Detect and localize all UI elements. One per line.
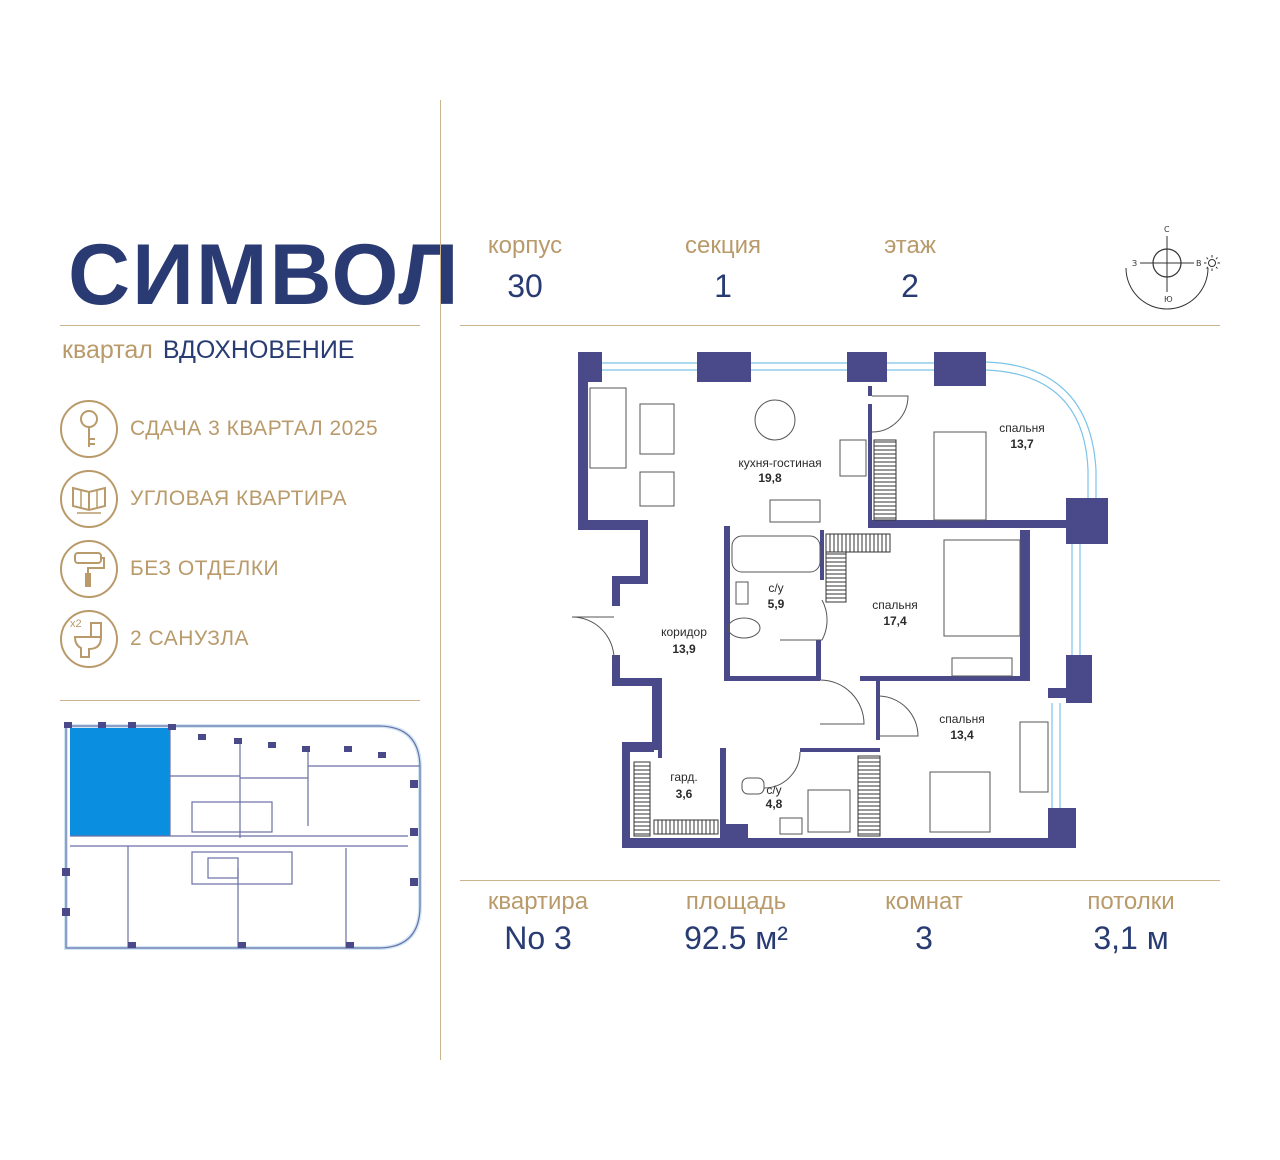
room-area: 13,4 <box>950 728 974 742</box>
floor-value: 2 <box>901 268 919 304</box>
compass-w: З <box>1132 259 1137 268</box>
toilet-icon: x2 <box>60 610 118 668</box>
key-icon <box>60 400 118 458</box>
divider <box>60 700 420 701</box>
compass-n: С <box>1164 225 1170 234</box>
rooms-value: 3 <box>915 920 933 956</box>
room-name: коридор <box>661 625 707 639</box>
apartment-label: квартира <box>487 888 589 915</box>
room-area: 13,7 <box>1010 437 1034 451</box>
feature-text: СДАЧА 3 КВАРТАЛ 2025 <box>130 417 379 440</box>
feature-corner: УГЛОВАЯ КВАРТИРА <box>60 470 347 528</box>
section-value: 1 <box>714 268 732 304</box>
room-name: спальня <box>872 598 918 612</box>
room-area: 19,8 <box>758 471 782 485</box>
brand-logo: СИМВОЛ <box>68 227 461 323</box>
compass-e: В <box>1196 259 1202 268</box>
compass-s: Ю <box>1164 295 1173 304</box>
room-name: гард. <box>670 770 698 784</box>
room-name: кухня-гостиная <box>738 456 821 470</box>
area-label: площадь <box>685 888 787 915</box>
compass-icon: С Ю З В <box>1125 225 1220 310</box>
corner-window-icon <box>60 470 118 528</box>
district-name: ВДОХНОВЕНИЕ <box>162 336 355 364</box>
room-area: 3,6 <box>676 787 693 801</box>
building-label: корпус <box>487 232 563 259</box>
count-badge: x2 <box>70 618 82 630</box>
feature-completion: СДАЧА 3 КВАРТАЛ 2025 <box>60 400 378 458</box>
district: квартал ВДОХНОВЕНИЕ <box>62 336 354 365</box>
floor-key-plan <box>62 722 422 950</box>
divider <box>460 325 1220 326</box>
room-name: с/у <box>766 783 781 797</box>
room-area: 4,8 <box>766 797 783 811</box>
divider <box>460 880 1220 881</box>
building-value: 30 <box>507 268 543 304</box>
divider <box>60 325 420 326</box>
room-area: 13,9 <box>672 642 696 656</box>
feature-bathrooms: x2 2 САНУЗЛА <box>60 610 249 668</box>
room-area: 17,4 <box>883 614 907 628</box>
apartment-floor-plan: кухня-гостиная 19,8 спальня 13,7 с/у 5,9… <box>571 352 1108 848</box>
feature-text: 2 САНУЗЛА <box>130 627 250 650</box>
feature-finish: БЕЗ ОТДЕЛКИ <box>60 540 279 598</box>
ceiling-label: потолки <box>1087 888 1175 915</box>
sun-icon <box>1204 255 1220 271</box>
district-prefix: квартал <box>62 336 153 364</box>
paint-roller-icon <box>60 540 118 598</box>
area-value: 92.5 м² <box>684 920 788 956</box>
room-name: спальня <box>999 421 1045 435</box>
ceiling-value: 3,1 м <box>1093 920 1169 956</box>
rooms-label: комнат <box>885 888 963 915</box>
room-name: с/у <box>768 581 783 595</box>
room-area: 5,9 <box>768 597 785 611</box>
selected-apartment-highlight <box>70 728 170 836</box>
room-name: спальня <box>939 712 985 726</box>
section-label: секция <box>685 232 761 259</box>
feature-text: БЕЗ ОТДЕЛКИ <box>130 557 280 580</box>
floor-label: этаж <box>884 232 936 259</box>
apartment-value: No 3 <box>504 920 572 956</box>
feature-text: УГЛОВАЯ КВАРТИРА <box>130 487 348 510</box>
vertical-divider <box>440 100 441 1060</box>
